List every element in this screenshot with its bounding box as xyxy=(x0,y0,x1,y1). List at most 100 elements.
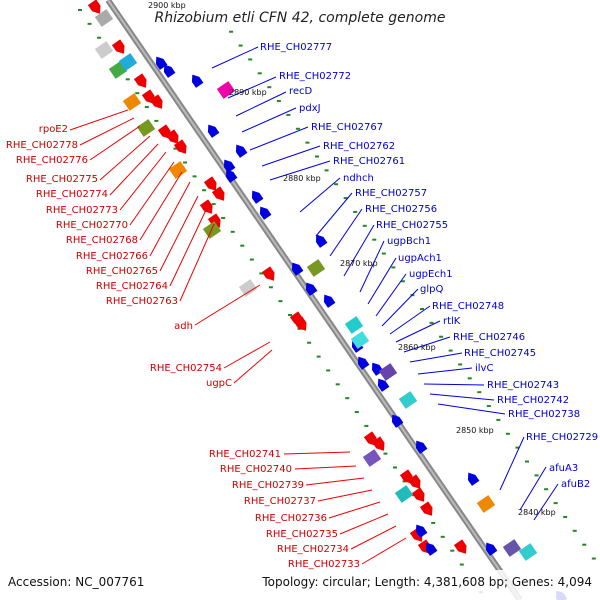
gene-label[interactable]: RHE_CH02729 xyxy=(526,432,598,443)
gene-label[interactable]: RHE_CH02742 xyxy=(497,395,569,406)
gene-label[interactable]: afuB2 xyxy=(561,479,590,490)
gene-label[interactable]: RHE_CH02766 xyxy=(76,251,148,262)
leader-line-blue xyxy=(499,436,525,491)
gene-label[interactable]: RHE_CH02773 xyxy=(46,205,118,216)
gene-label[interactable]: adh xyxy=(174,321,193,332)
leader-line-blue xyxy=(403,336,451,353)
leader-line-blue xyxy=(343,224,375,277)
gene-label[interactable]: RHE_CH02772 xyxy=(279,71,351,82)
gene-label[interactable]: RHE_CH02768 xyxy=(66,235,138,246)
gene-label[interactable]: RHE_CH02767 xyxy=(311,122,383,133)
gene-label[interactable]: RHE_CH02740 xyxy=(220,464,292,475)
gene-label[interactable]: ndhch xyxy=(343,173,374,184)
leader-line-red xyxy=(194,284,261,326)
leader-line-red xyxy=(294,465,357,470)
leader-line-red xyxy=(305,477,365,486)
gene-label[interactable]: RHE_CH02737 xyxy=(244,496,316,507)
gene-label[interactable]: rpoE2 xyxy=(39,124,68,135)
leader-line-blue xyxy=(249,126,309,151)
label-leader-lines xyxy=(69,46,559,565)
gene-arrow xyxy=(415,440,428,454)
gene-label[interactable]: ugpAch1 xyxy=(398,253,442,264)
gene-label[interactable]: recD xyxy=(289,86,313,97)
gene-arrow xyxy=(87,0,101,14)
gene-label[interactable]: RHE_CH02763 xyxy=(106,296,178,307)
gene-arrow xyxy=(251,190,264,204)
gene-label[interactable]: ugpC xyxy=(206,378,232,389)
gene-label[interactable]: RHE_CH02738 xyxy=(508,409,580,420)
gene-label[interactable]: RHE_CH02754 xyxy=(150,363,222,374)
gene-arrow xyxy=(111,39,125,54)
gene-arrow xyxy=(293,316,307,331)
gene-label[interactable]: RHE_CH02739 xyxy=(232,480,304,491)
gene-arrow xyxy=(163,64,176,78)
gene-arrow xyxy=(485,542,498,556)
gene-label[interactable]: afuA3 xyxy=(549,463,578,474)
gene-label[interactable]: RHE_CH02761 xyxy=(333,156,405,167)
gene-label[interactable]: RHE_CH02778 xyxy=(6,140,78,151)
gene-label[interactable]: glpQ xyxy=(420,284,443,295)
tick-label: 2880 kbp xyxy=(283,174,321,183)
gene-arrow xyxy=(407,474,421,489)
gene-label[interactable]: RHE_CH02774 xyxy=(36,189,108,200)
gene-label[interactable]: RHE_CH02777 xyxy=(260,42,332,53)
gene-arrow xyxy=(207,213,221,228)
gene-label[interactable]: RHE_CH02765 xyxy=(86,266,158,277)
gene-label[interactable]: pdxJ xyxy=(299,103,321,114)
gene-block xyxy=(168,161,188,179)
leader-line-red xyxy=(283,451,351,455)
gene-label[interactable]: RHE_CH02764 xyxy=(96,281,168,292)
gene-label[interactable]: RHE_CH02748 xyxy=(432,301,504,312)
gene-label[interactable]: RHE_CH02735 xyxy=(266,529,338,540)
leader-line-blue xyxy=(227,76,277,99)
gene-block xyxy=(94,41,114,59)
gene-arrow xyxy=(391,414,404,428)
gene-arrow xyxy=(191,74,204,88)
gene-label[interactable]: RHE_CH02770 xyxy=(56,220,128,231)
leader-line-blue xyxy=(437,403,506,415)
gene-label[interactable]: RHE_CH02762 xyxy=(323,141,395,152)
gene-label[interactable]: RHE_CH02745 xyxy=(464,348,536,359)
gene-label[interactable]: rtlK xyxy=(443,316,461,327)
gene-block xyxy=(118,53,138,71)
gene-block xyxy=(378,363,398,381)
leader-line-blue xyxy=(533,483,559,521)
gene-label[interactable]: ugpEch1 xyxy=(409,269,453,280)
gene-label[interactable]: RHE_CH02734 xyxy=(277,544,349,555)
gene-label[interactable]: RHE_CH02776 xyxy=(16,155,88,166)
leader-line-red xyxy=(223,341,271,369)
gene-block xyxy=(136,119,156,137)
gene-label[interactable]: RHE_CH02736 xyxy=(255,513,327,524)
gene-block xyxy=(394,485,414,503)
gene-block xyxy=(344,316,364,334)
forward-gene-labels: rpoE2 RHE_CH02778 RHE_CH02776 RHE_CH0277… xyxy=(6,124,360,570)
gene-block xyxy=(476,495,496,513)
leader-line-red xyxy=(79,117,135,146)
gene-arrow xyxy=(377,378,390,392)
leader-line-red xyxy=(233,349,273,384)
gene-label[interactable]: RHE_CH02775 xyxy=(26,174,98,185)
leader-line-red xyxy=(317,489,373,502)
gene-arrow xyxy=(199,199,213,214)
gene-features xyxy=(87,0,568,600)
gene-label[interactable]: RHE_CH02746 xyxy=(453,332,525,343)
gene-arrow xyxy=(235,144,248,158)
gene-label[interactable]: ugpBch1 xyxy=(387,236,431,247)
gene-block xyxy=(350,331,370,349)
gene-label[interactable]: RHE_CH02743 xyxy=(487,380,559,391)
gene-arrow xyxy=(207,124,220,138)
gene-label[interactable]: RHE_CH02757 xyxy=(355,188,427,199)
leader-line-blue xyxy=(519,466,547,511)
leader-line-blue xyxy=(315,192,353,237)
gene-label[interactable]: RHE_CH02741 xyxy=(209,449,281,460)
gene-label[interactable]: RHE_CH02755 xyxy=(376,220,448,231)
tick-label: 2840 kbp xyxy=(518,508,556,517)
gene-arrow xyxy=(225,169,238,183)
gene-arrow xyxy=(291,262,304,276)
gene-block xyxy=(202,221,222,239)
gene-label[interactable]: RHE_CH02756 xyxy=(365,204,437,215)
gene-arrow xyxy=(323,294,336,308)
gene-label[interactable]: ilvC xyxy=(475,363,493,374)
summary-text: Topology: circular; Length: 4,381,608 bp… xyxy=(261,575,592,589)
gene-label[interactable]: RHE_CH02733 xyxy=(288,559,360,570)
